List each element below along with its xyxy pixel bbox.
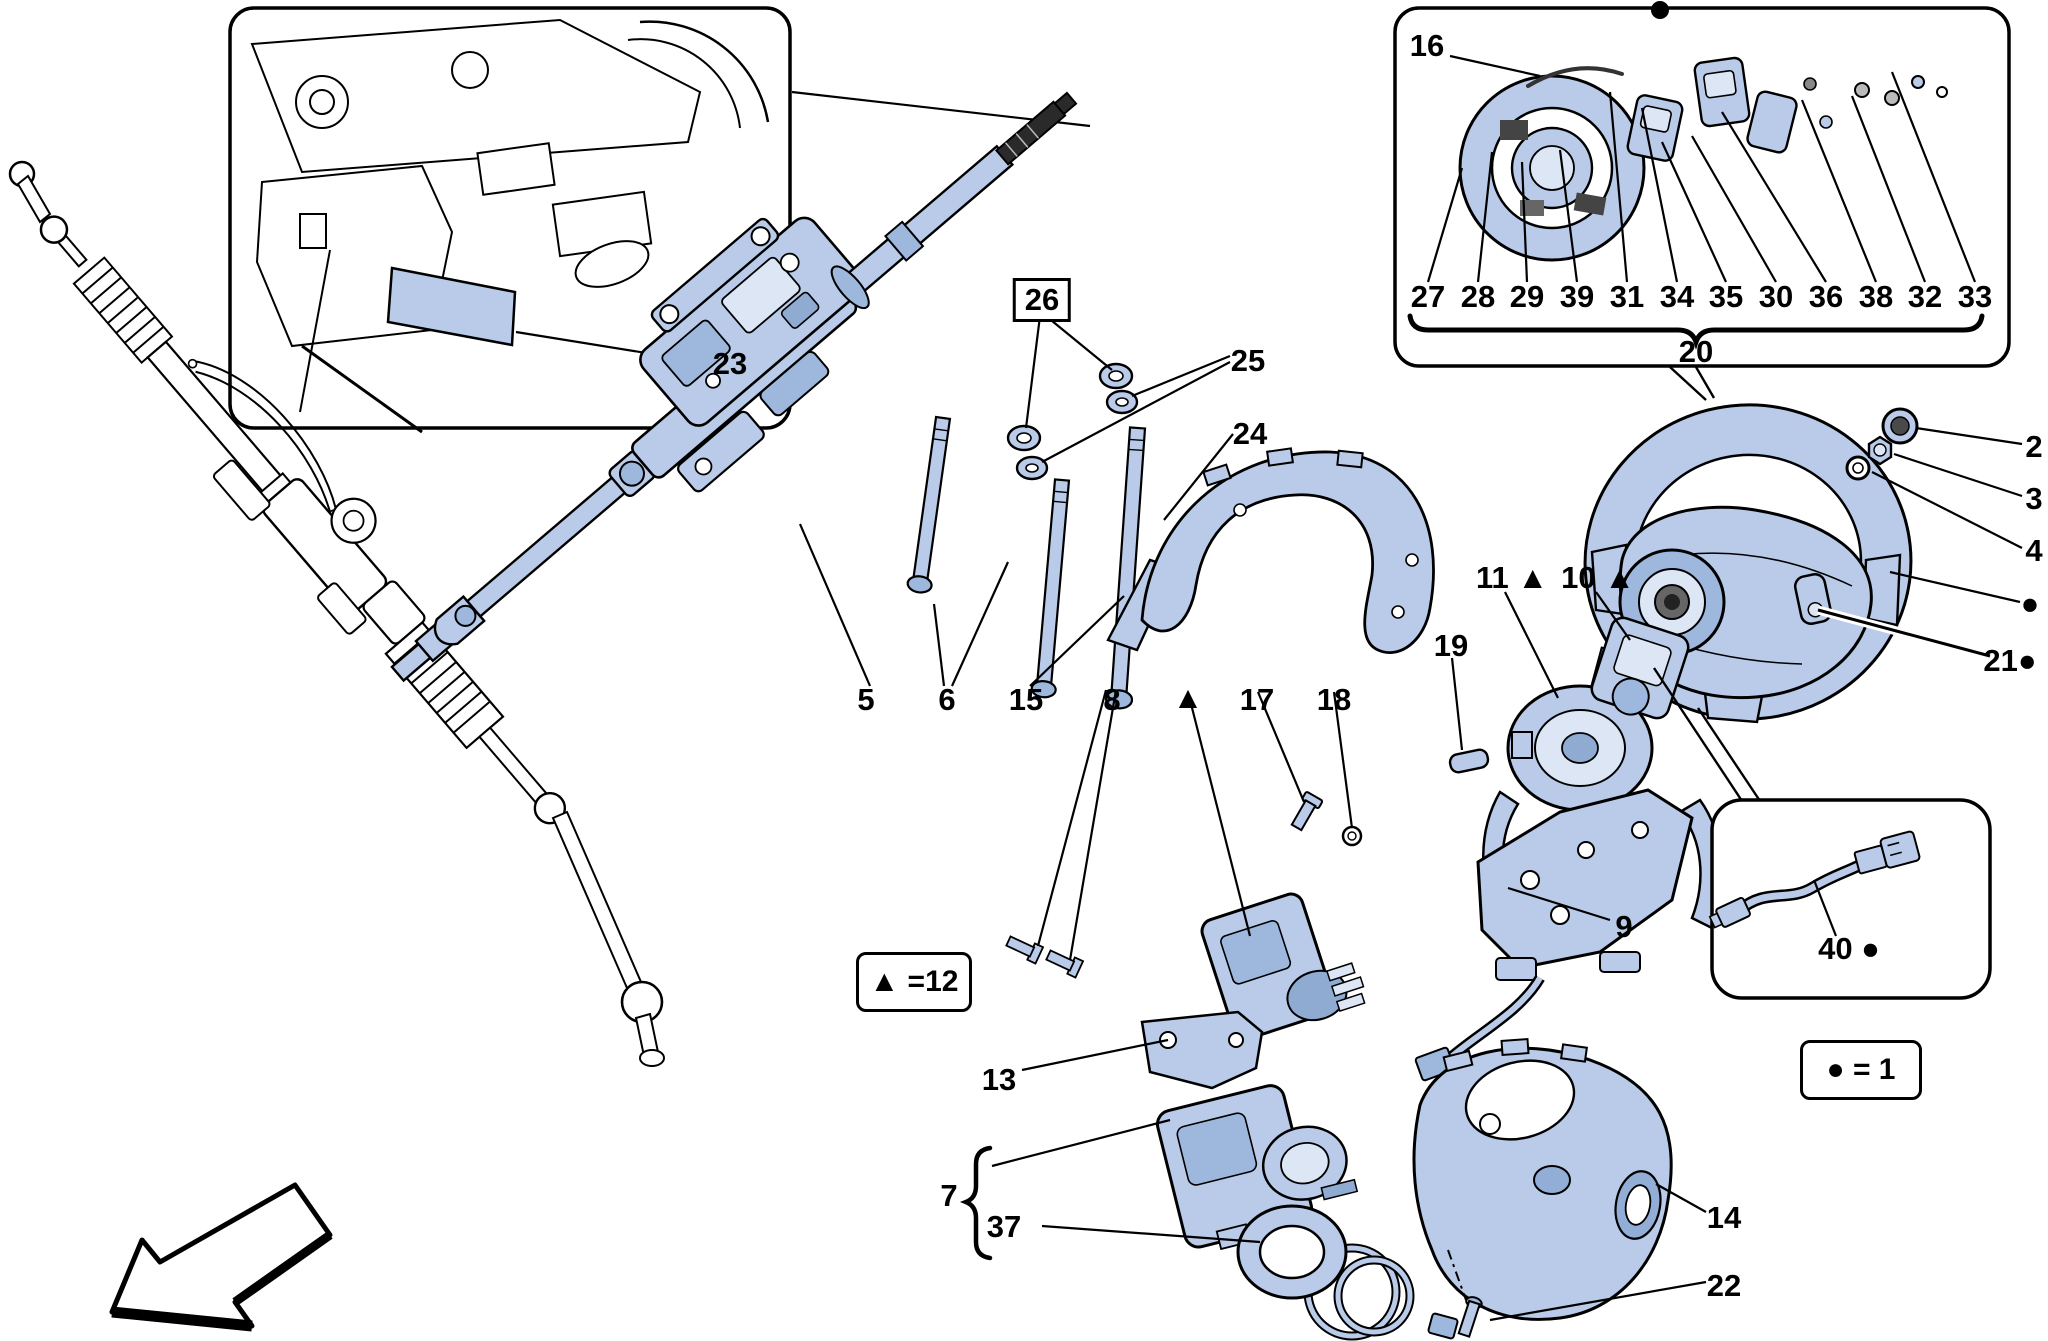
steering-wheel-drawing [1583,403,1913,724]
washers-25-26 [1006,362,1139,481]
upper-cowl-drawing [1106,447,1435,654]
ignition-lock-drawing [1155,1084,1359,1251]
legend-dot-equals-1: ● = 1 [1800,1040,1922,1100]
lower-cowl-drawing [1412,1038,1673,1338]
leader-lines [798,315,2023,1322]
legend-triangle-equals-12: ▲ =12 [856,952,972,1012]
paddle-bracket-drawing [1414,788,1724,1082]
lock-device-drawing [1200,892,1366,1041]
trim-strip-16 [1526,66,1624,88]
cable-detail-box [1652,667,1992,1000]
brace-20 [1407,313,1985,350]
legend-dot-text: ● = 1 [1826,1053,1896,1086]
wheel-fasteners [1845,407,1919,481]
small-fasteners [1290,748,1490,847]
direction-arrow [109,1182,333,1332]
bolts-8 [1005,935,1085,979]
inset-installed-view-box [228,6,792,434]
clock-spring-drawing [1506,646,1654,812]
dot-marker-top [1651,1,1669,19]
inset-line-art [250,18,770,434]
group-box-leader-lines [1426,54,1977,283]
wheel-components-box [1393,6,2011,401]
bracket-13-drawing [1140,1010,1264,1090]
steering-column-drawing [390,91,1078,683]
highlighted-plate-23 [386,266,517,347]
antenna-ring-drawing [1236,1204,1459,1341]
brace-7 [959,1145,993,1261]
leader-21 [1817,608,1991,658]
legend-triangle-text: ▲ =12 [869,965,959,998]
